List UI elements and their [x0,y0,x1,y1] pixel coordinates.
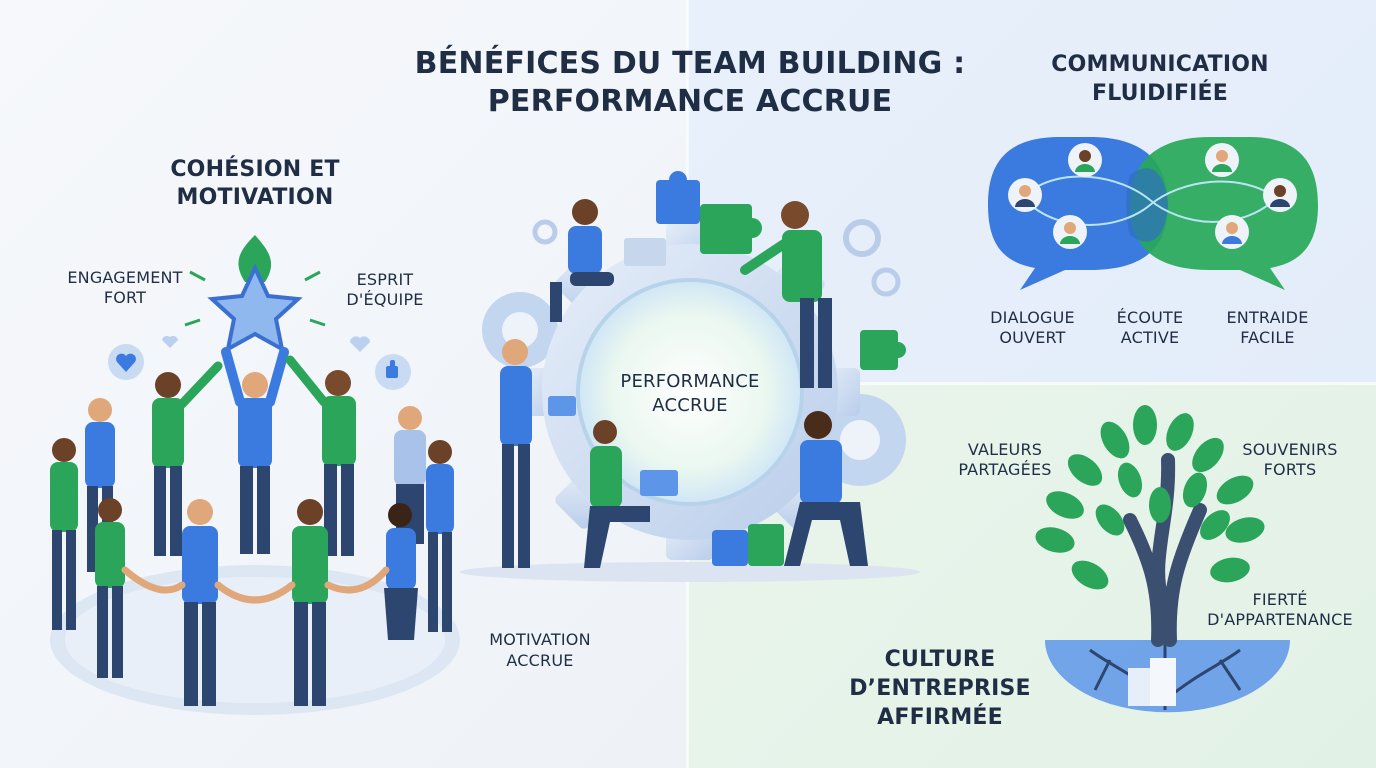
center-label-line-1: PERFORMANCE [620,371,760,392]
communication-illustration [988,137,1318,290]
star-icon [184,235,326,353]
culture-heading-line-3: AFFIRMÉE [877,705,1003,730]
souvenirs-label-line-1: SOUVENIRS [1242,440,1338,459]
main-title-line-2: PERFORMANCE ACCRUE [487,84,893,119]
fierte-label-line-2: D'APPARTENANCE [1207,610,1353,629]
horizontal-divider [688,382,1376,385]
cohesion-heading-line-1: COHÉSION ET [170,157,340,182]
valeurs-label-line-2: PARTAGÉES [958,460,1052,479]
small-gear-icon [532,219,901,297]
collaborating-people [500,199,868,568]
culture-heading-line-1: CULTURE [884,647,996,672]
ecoute-label-line-1: ÉCOUTE [1116,308,1184,327]
avatar [1215,215,1249,249]
laptop-icon [640,470,678,496]
souvenirs-label-line-2: FORTS [1263,460,1317,479]
team-circle-illustration [50,235,460,715]
heart-icon [108,344,144,380]
valeurs-label-line-1: VALEURS [967,440,1043,459]
entraide-label-line-2: FACILE [1240,328,1295,347]
avatar [1263,178,1297,212]
heart-icon [162,335,178,348]
laptop-icon [624,238,666,266]
building-icon [1128,658,1176,706]
communication-heading-line-2: FLUIDIFIÉE [1091,81,1229,106]
cohesion-heading-line-2: MOTIVATION [176,185,334,210]
avatar [1068,143,1102,177]
thumbs-up-icon [375,354,411,390]
avatar [1053,215,1087,249]
esprit-label-line-1: ESPRIT [356,270,414,289]
avatar [1205,143,1239,177]
culture-heading-line-2: D’ENTREPRISE [849,676,1031,701]
small-gear-icon [482,292,558,368]
dialogue-label-line-2: OUVERT [999,328,1066,347]
engagement-label-line-2: FORT [103,288,147,307]
motivation-label-line-2: ACCRUE [506,651,574,670]
gear-illustration [460,171,920,582]
puzzle-piece-icon [656,171,906,566]
entraide-label-line-1: ENTRAIDE [1226,308,1309,327]
communication-heading-line-1: COMMUNICATION [1051,52,1269,77]
dialogue-label-line-1: DIALOGUE [990,308,1075,327]
people-group [50,347,454,706]
ecoute-label-line-2: ACTIVE [1120,328,1180,347]
tablet-icon [548,396,576,416]
heart-icon [350,336,370,352]
leaves [1035,405,1265,590]
engagement-label-line-1: ENGAGEMENT [67,268,183,287]
avatar [1008,178,1042,212]
tree-illustration [1035,405,1290,713]
center-label-line-2: ACCRUE [652,395,728,416]
esprit-label-line-2: D'ÉQUIPE [346,290,424,309]
motivation-label-line-1: MOTIVATION [489,630,591,649]
main-title-line-1: BÉNÉFICES DU TEAM BUILDING : [414,46,966,81]
fierte-label-line-1: FIERTÉ [1252,590,1308,609]
